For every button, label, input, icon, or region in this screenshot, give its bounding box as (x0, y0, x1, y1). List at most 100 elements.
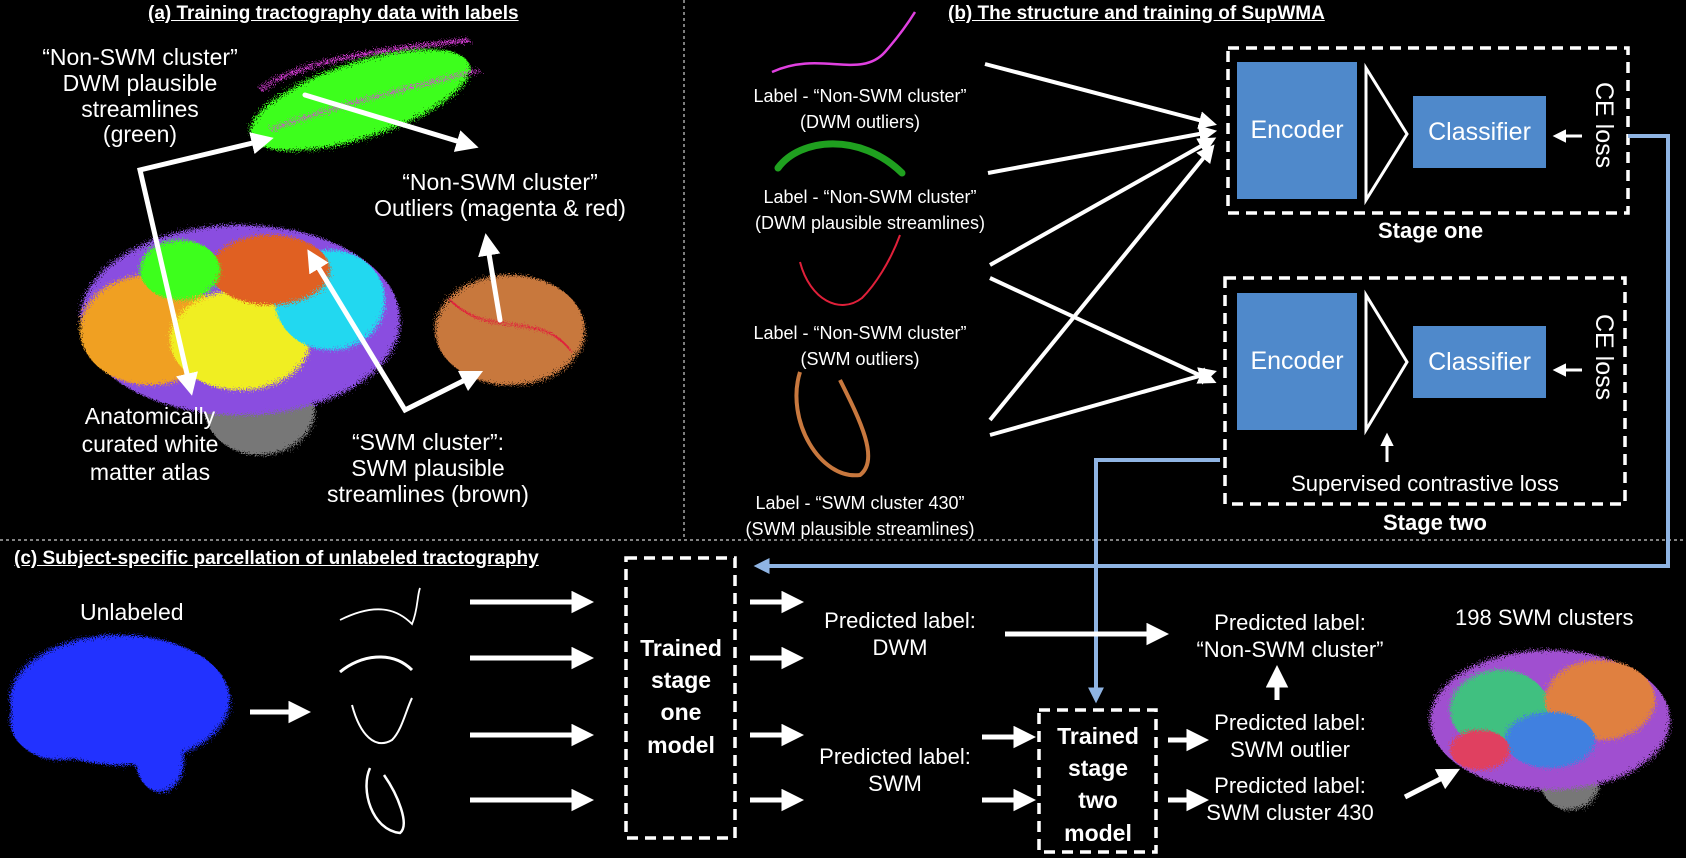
model-two-line-3: two (1078, 787, 1118, 814)
swm-cluster-line-3: streamlines (brown) (327, 480, 529, 507)
arrow-cluster-to-result (1403, 768, 1461, 800)
input-label-2: Label - “Non-SWM cluster” (DWM plausible… (725, 184, 1015, 236)
input-label-4: Label - “SWM cluster 430” (SWM plausible… (725, 490, 995, 542)
streamline-c-4 (365, 767, 405, 835)
input-label-3-line-1: Label - “Non-SWM cluster” (753, 323, 967, 343)
stage-two-classifier: Classifier (1413, 326, 1546, 398)
model-one-line-3: one (660, 699, 702, 726)
stage-two-model-label: Trained stage two model (1040, 720, 1156, 849)
model-two-line-1: Trained (1057, 723, 1139, 749)
input-label-2-line-2: (DWM plausible streamlines) (754, 213, 986, 234)
nonswm-dwm-line-2: DWM plausible (62, 69, 218, 96)
streamline-c-1 (339, 587, 421, 626)
nonswm-dwm-line-1: “Non-SWM cluster” (42, 44, 238, 70)
pred-outlier-line-2: SWM outlier (1230, 736, 1350, 762)
arrow-input-2 (987, 125, 1218, 175)
pred-outlier-label: Predicted label: SWM outlier (1195, 710, 1385, 764)
nonswm-dwm-line-3: streamlines (81, 95, 199, 122)
nonswm-dwm-line-4: (green) (102, 121, 178, 148)
panel-a-title: (a) Training tractography data with labe… (148, 3, 519, 24)
input-label-2-line-1: Label - “Non-SWM cluster” (763, 187, 977, 207)
stage-one-model-box (624, 556, 737, 840)
stage-one-caption: Stage one (1378, 218, 1484, 243)
pred-nonswm-line-1: Predicted label: (1214, 610, 1366, 635)
pred-swm-label: Predicted label: SWM (795, 744, 995, 798)
stage-two-encoder: Encoder (1237, 293, 1357, 430)
model-one-line-2: stage (650, 667, 712, 694)
stage-one-classifier: Classifier (1413, 96, 1546, 168)
streamline-c-2 (339, 655, 414, 674)
streamline-c-3 (351, 697, 413, 745)
parcellated-brain-image (1430, 650, 1670, 810)
streamline-green (774, 140, 906, 177)
stage-two-box (1223, 276, 1627, 506)
atlas-line-1: Anatomically (84, 403, 216, 429)
streamline-magenta (771, 11, 917, 74)
triangle-stage-one (1364, 62, 1409, 206)
stage-one-encoder: Encoder (1237, 62, 1357, 199)
model-one-line-4: model (647, 731, 715, 758)
stage-two-ce-loss: CE loss (1590, 314, 1618, 401)
swm-cluster-line-1: “SWM cluster”: (351, 429, 505, 455)
swm-cluster-line-2: SWM plausible (351, 454, 505, 481)
unlabeled-label: Unlabeled (80, 599, 184, 625)
atlas-line-3: matter atlas (89, 459, 211, 486)
input-label-4-line-2: (SWM plausible streamlines) (745, 519, 975, 540)
panel-c-title: (c) Subject-specific parcellation of unl… (14, 548, 539, 569)
pred-dwm-label: Predicted label: DWM (800, 608, 1000, 662)
stage-two-model-box (1037, 708, 1158, 854)
input-label-4-line-1: Label - “SWM cluster 430” (755, 493, 965, 513)
feedback-arrow-stage-one (753, 134, 1670, 574)
model-two-line-2: stage (1067, 755, 1129, 782)
pred-cluster-line-1: Predicted label: (1214, 773, 1366, 798)
nonswm-outliers-label: “Non-SWM cluster” Outliers (magenta & re… (360, 169, 640, 222)
arrow-input-4a (988, 144, 1215, 422)
input-label-1-line-2: (DWM outliers) (800, 112, 920, 133)
input-label-3-line-2: (SWM outliers) (800, 349, 920, 370)
pred-swm-line-1: Predicted label: (819, 744, 971, 769)
pred-nonswm-line-2: “Non-SWM cluster” (1196, 636, 1384, 662)
pred-cluster-line-2: SWM cluster 430 (1206, 799, 1374, 825)
arrow-input-1 (984, 62, 1217, 129)
model-one-line-1: Trained (640, 635, 722, 661)
input-label-1-line-1: Label - “Non-SWM cluster” (753, 86, 967, 106)
stage-one-model-label: Trained stage one model (626, 632, 736, 761)
streamline-red (799, 234, 901, 306)
arrow-swm-to-outliers (478, 233, 503, 323)
pred-outlier-line-1: Predicted label: (1214, 710, 1366, 735)
atlas-line-2: curated white (81, 431, 219, 458)
arrow-input-4b (989, 367, 1217, 437)
pred-nonswm-label: Predicted label: “Non-SWM cluster” (1165, 610, 1415, 664)
nonswm-outliers-line-2: Outliers (magenta & red) (374, 194, 626, 221)
panel-b-title: (b) The structure and training of SupWMA (948, 3, 1325, 24)
arrow-input-3b (989, 276, 1217, 384)
feedback-arrow-stage-two (1088, 458, 1220, 704)
input-label-1: Label - “Non-SWM cluster” (DWM outliers) (730, 83, 990, 135)
nonswm-outliers-line-1: “Non-SWM cluster” (402, 169, 598, 195)
unlabeled-brain-image (10, 635, 230, 792)
pred-dwm-line-2: DWM (872, 634, 928, 660)
result-label: 198 SWM clusters (1455, 605, 1634, 630)
streamline-brown (794, 371, 871, 478)
triangle-stage-two (1364, 289, 1409, 436)
pred-dwm-line-1: Predicted label: (824, 608, 976, 633)
arrow-atlas-to-dwm (137, 132, 274, 396)
stage-two-caption: Stage two (1383, 510, 1487, 535)
supervised-contrastive-loss: Supervised contrastive loss (1291, 471, 1559, 496)
brown-swm-streamlines-image (435, 275, 585, 385)
atlas-label: Anatomically curated white matter atlas (50, 402, 250, 486)
model-two-line-4: model (1064, 819, 1132, 846)
stage-one-ce-loss: CE loss (1590, 82, 1618, 169)
stage-one-box (1226, 46, 1630, 215)
pred-swm-line-2: SWM (868, 770, 922, 796)
input-label-3: Label - “Non-SWM cluster” (SWM outliers) (730, 320, 990, 372)
green-dwm-streamlines-image (249, 38, 481, 151)
arrow-atlas-to-swm (307, 249, 484, 414)
arrow-dwm-to-outliers (302, 92, 479, 152)
pred-cluster-label: Predicted label: SWM cluster 430 (1195, 773, 1385, 827)
swm-cluster-label: “SWM cluster”: SWM plausible streamlines… (318, 429, 538, 507)
arrow-input-3a (989, 137, 1217, 267)
nonswm-dwm-label: “Non-SWM cluster” DWM plausible streamli… (30, 44, 250, 148)
